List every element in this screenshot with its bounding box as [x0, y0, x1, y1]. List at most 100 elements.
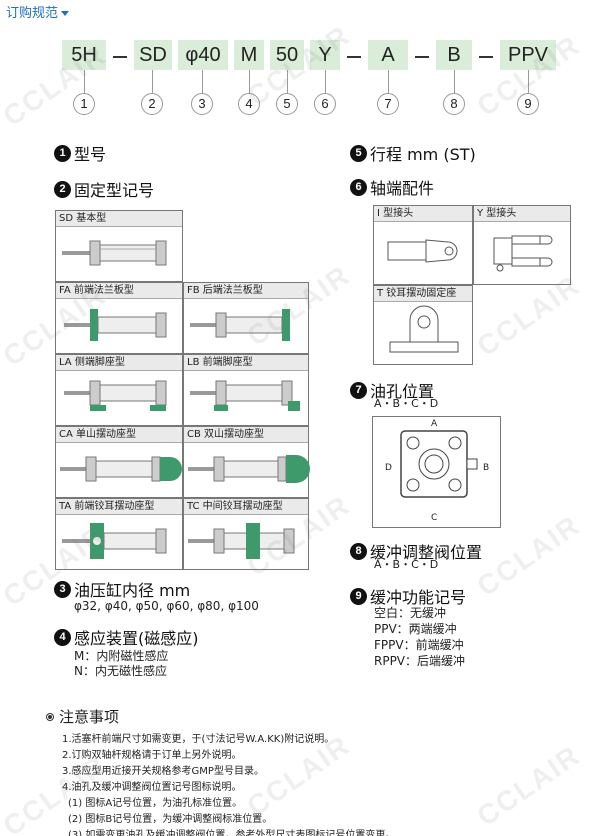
cylinder-ca-icon [60, 456, 182, 482]
code-segment-mount: SD [134, 40, 172, 70]
cushion-option-ppv: PPV：两端缓冲 [374, 622, 457, 636]
mount-label: TC 中间铰耳摆动座型 [184, 499, 308, 515]
code-segment-sensor: M [234, 40, 264, 70]
sensor-option-n: N：内无磁性感应 [74, 664, 167, 678]
rod-end-y[interactable]: Y 型接头 [473, 205, 571, 285]
bullet-circle-icon [46, 712, 54, 721]
code-dash [479, 56, 493, 58]
i-joint-icon [387, 239, 458, 263]
note-item: (1) 图标A记号位置，为油孔标准位置。 [68, 798, 243, 809]
chevron-down-icon[interactable] [61, 11, 70, 16]
cushion-option-fppv: FPPV：前端缓冲 [374, 638, 464, 652]
port-label-b: B [483, 463, 490, 473]
t-clevis-bracket-icon [389, 305, 459, 353]
rod-end-label: I 型接头 [374, 206, 472, 222]
cylinder-cb-icon [188, 455, 310, 483]
code-dash [415, 56, 429, 58]
mount-label: TA 前端铰耳摆动座型 [56, 499, 182, 515]
code-segment-stroke: 50 [270, 40, 304, 70]
code-segment-bore: φ40 [178, 40, 228, 70]
mount-label: FA 前端法兰板型 [56, 283, 182, 299]
mount-fb[interactable]: FB 后端法兰板型 [183, 282, 309, 354]
code-number: 3 [191, 93, 213, 115]
sensor-option-m: M：内附磁性感应 [74, 649, 169, 663]
code-number: 8 [443, 93, 465, 115]
bore-options: φ32, φ40, φ50, φ60, φ80, φ100 [74, 599, 259, 613]
leader-line [325, 70, 326, 93]
order-spec-title[interactable]: 订购规范 [6, 2, 70, 21]
cushion-option-rppv: RPPV：后端缓冲 [374, 654, 466, 668]
note-item: 1.活塞杆前端尺寸如需变更，于(寸法记号W.A.KK)附记说明。 [62, 734, 335, 745]
mount-sd[interactable]: SD 基本型 [55, 210, 183, 282]
mount-la[interactable]: LA 侧端脚座型 [55, 354, 183, 426]
leader-line [152, 70, 153, 93]
note-item: 2.订购双轴杆规格请于订单上另外说明。 [62, 750, 242, 761]
mount-label: SD 基本型 [56, 211, 182, 227]
leader-line [287, 70, 288, 93]
mount-cb[interactable]: CB 双山摆动座型 [183, 426, 310, 498]
port-label-a: A [431, 419, 438, 429]
mount-lb[interactable]: LB 前端脚座型 [183, 354, 309, 426]
notes-list: 1.活塞杆前端尺寸如需变更，于(寸法记号W.A.KK)附记说明。 2.订购双轴杆… [62, 732, 395, 836]
mount-label: FB 后端法兰板型 [184, 283, 308, 299]
code-segment-rod-end: Y [310, 40, 340, 70]
leader-line [84, 70, 85, 93]
mount-label: CB 双山摆动座型 [184, 427, 308, 443]
leader-line [528, 70, 529, 93]
leader-line [202, 70, 203, 93]
port-position-diagram: A B C D [372, 416, 501, 528]
watermark: CCLAIR [471, 739, 586, 833]
note-item: (3) 如需变更油孔及缓冲调整阀位置，参考外型尺寸表图标记号位置变更。 [68, 830, 396, 836]
code-segment-cushion-valve: B [436, 40, 472, 70]
cushion-option-none: 空白：无缓冲 [374, 606, 447, 620]
code-number: 6 [314, 93, 336, 115]
code-number: 7 [377, 93, 399, 115]
leader-line [388, 70, 389, 93]
code-dash [113, 56, 127, 58]
code-segment-cushion: PPV [500, 40, 556, 70]
cylinder-lb-icon [190, 380, 300, 411]
mount-label: CA 单山摆动座型 [56, 427, 182, 443]
leader-line [249, 70, 250, 93]
rod-end-t[interactable]: T 铰耳摆动固定座 [373, 285, 473, 365]
cylinder-fb-icon [190, 309, 290, 341]
mount-ca[interactable]: CA 单山摆动座型 [55, 426, 183, 498]
notes-title: 注意事项 [46, 706, 119, 727]
code-segment-model: 5H [62, 40, 106, 70]
code-number: 9 [517, 93, 539, 115]
code-number: 2 [141, 93, 163, 115]
mount-tc[interactable]: TC 中间铰耳摆动座型 [183, 498, 309, 570]
port-diagram-icon [400, 430, 478, 498]
code-dash [347, 56, 361, 58]
cushion-valve-options: A・B・C・D [374, 558, 439, 571]
port-label-d: D [385, 463, 392, 473]
cylinder-tc-icon [188, 523, 295, 559]
mount-ta[interactable]: TA 前端铰耳摆动座型 [55, 498, 183, 570]
code-number: 5 [276, 93, 298, 115]
code-segment-port: A [368, 40, 408, 70]
port-label-c: C [431, 513, 438, 523]
rod-end-label: Y 型接头 [474, 206, 570, 222]
port-position-options: A・B・C・D [374, 397, 439, 410]
code-number: 1 [73, 93, 95, 115]
rod-end-i[interactable]: I 型接头 [373, 205, 473, 285]
leader-line [454, 70, 455, 93]
mount-label: LB 前端脚座型 [184, 355, 308, 371]
note-item: (2) 图标B记号位置，为缓冲调整阀标准位置。 [68, 814, 273, 825]
cylinder-fa-icon [64, 309, 167, 341]
mount-fa[interactable]: FA 前端法兰板型 [55, 282, 183, 354]
mount-label: LA 侧端脚座型 [56, 355, 182, 371]
rod-end-label: T 铰耳摆动固定座 [374, 286, 472, 302]
note-item: 3.感应型用近接开关规格参考GMP型号目录。 [62, 766, 264, 777]
code-number: 4 [238, 93, 260, 115]
cylinder-la-icon [64, 380, 167, 411]
y-joint-icon [493, 235, 553, 272]
